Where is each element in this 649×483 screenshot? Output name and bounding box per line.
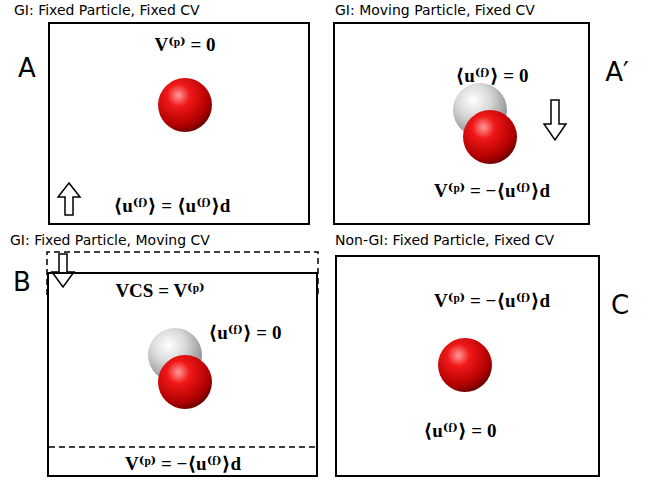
panel-letter: C [611, 290, 629, 320]
panel-box: GI: Fixed Particle, Moving CVVCS = V⁽ᵖ⁾⟨… [47, 272, 318, 477]
equation: ⟨u⁽ᶠ⁾⟩ = 0 [424, 419, 497, 442]
moving-cv-bottom [49, 446, 316, 448]
particle [158, 78, 212, 132]
equation: VCS = V⁽ᵖ⁾ [115, 279, 204, 302]
particle [158, 355, 212, 409]
equation: V⁽ᵖ⁾ = −⟨u⁽ᶠ⁾⟩d [125, 452, 241, 475]
particle [438, 338, 492, 392]
equation: V⁽ᵖ⁾ = −⟨u⁽ᶠ⁾⟩d [434, 289, 550, 312]
panel-title: Non-GI: Fixed Particle, Fixed CV [335, 232, 554, 248]
equation: V⁽ᵖ⁾ = 0 [154, 33, 215, 56]
panel-title: GI: Fixed Particle, Moving CV [10, 232, 210, 248]
panel-box: GI: Fixed Particle, Fixed CVV⁽ᵖ⁾ = 0⟨u⁽ᶠ… [48, 22, 310, 225]
equation: V⁽ᵖ⁾ = −⟨u⁽ᶠ⁾⟩d [434, 179, 550, 202]
panel-box: GI: Moving Particle, Fixed CV⟨u⁽ᶠ⁾⟩ = 0V… [333, 22, 590, 225]
panel-box: Non-GI: Fixed Particle, Fixed CVV⁽ᵖ⁾ = −… [335, 255, 600, 477]
panel-title: GI: Fixed Particle, Fixed CV [14, 2, 200, 18]
equation: ⟨u⁽ᶠ⁾⟩ = 0 [209, 321, 282, 344]
panel-title: GI: Moving Particle, Fixed CV [335, 2, 535, 18]
equation: ⟨u⁽ᶠ⁾⟩ = 0 [456, 64, 529, 87]
panel-letter: B [13, 267, 31, 297]
panel-letter: A [18, 53, 36, 83]
panel-letter: A′ [605, 57, 629, 87]
motion-arrow [52, 254, 74, 287]
particle [463, 110, 517, 164]
flow-arrow [58, 183, 80, 215]
equation: ⟨u⁽ᶠ⁾⟩ = ⟨u⁽ᶠ⁾⟩d [114, 194, 231, 217]
motion-arrow [544, 100, 566, 140]
